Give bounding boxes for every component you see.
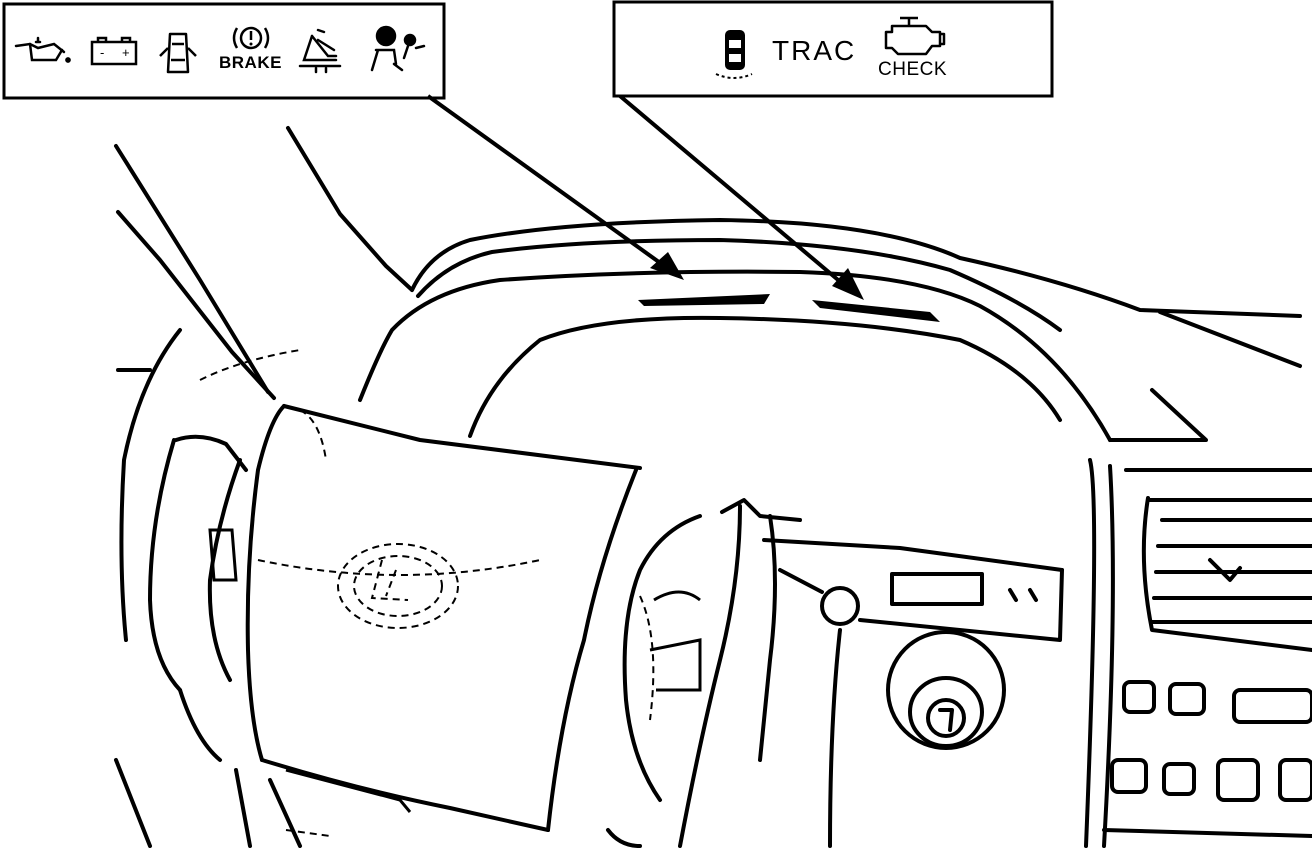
battery-minus-label: - [100,45,104,60]
airbag-icon [370,25,426,72]
vehicle-skid-icon [715,30,753,79]
battery-plus-label: + [122,45,130,60]
leader-arrows [426,94,940,322]
traction-engine-callout: TRAC CHECK [612,0,1054,98]
warning-lights-callout: - + BRAKE [2,2,446,100]
trac-label: TRAC [772,35,856,66]
seatbelt-icon [298,28,342,74]
door-open-icon [159,32,197,74]
check-engine-icon [884,16,946,56]
steering-spoke-left [208,528,702,813]
check-label: CHECK [878,59,947,80]
battery-charge-icon: - + [90,36,138,66]
oil-pressure-icon [14,36,71,63]
brake-warning-icon: BRAKE [219,26,282,72]
brake-label: BRAKE [219,53,282,72]
dashboard-linework [114,126,1312,848]
